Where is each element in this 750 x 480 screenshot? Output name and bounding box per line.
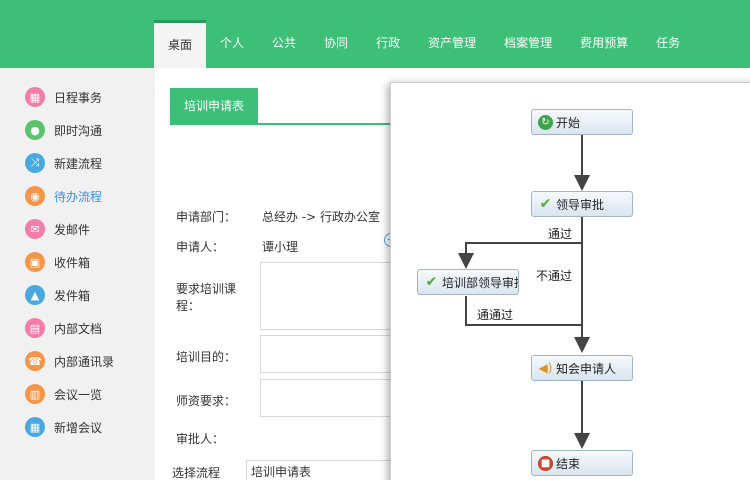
tab-training-application[interactable]: 培训申请表 <box>170 88 259 124</box>
sidebar-item-label: 收件箱 <box>54 255 91 270</box>
sidebar-item-label: 内部文档 <box>54 321 103 336</box>
flow-node-notify-applicant[interactable]: ◀) 知会申请人 <box>531 355 633 381</box>
course-textarea[interactable] <box>260 262 400 330</box>
flow-select-label: 选择流程 <box>172 466 221 480</box>
dept-value: 总经办 -> 行政办公室 <box>262 210 381 224</box>
main-nav: 桌面 个人 公共 协同 行政 资产管理 档案管理 费用预算 任务 <box>154 20 694 68</box>
flow-select[interactable]: 培训申请表 <box>246 460 396 480</box>
nav-personal[interactable]: 个人 <box>220 36 245 50</box>
nav-asset-management[interactable]: 资产管理 <box>428 36 477 50</box>
sidebar-item-new-flow[interactable]: ⤨ 新建流程 <box>25 152 102 174</box>
top-bar: 桌面 个人 公共 协同 行政 资产管理 档案管理 费用预算 任务 <box>0 0 750 68</box>
applicant-label: 申请人： <box>176 240 225 254</box>
stop-icon: ■ <box>538 455 553 471</box>
edge-label-pass: 通过 <box>548 227 573 241</box>
check-icon: ✔ <box>539 196 552 212</box>
chat-icon: ● <box>25 120 45 140</box>
flow-node-label: 知会申请人 <box>556 361 617 376</box>
nav-desktop[interactable]: 桌面 <box>154 20 207 68</box>
flow-node-leader-approve[interactable]: ✔ 领导审批 <box>531 191 633 217</box>
sidebar-item-add-meeting[interactable]: ▦ 新增会议 <box>25 416 102 438</box>
nav-collaboration[interactable]: 协同 <box>324 36 349 50</box>
sidebar-item-label: 发邮件 <box>54 222 91 237</box>
edge-training-to-merge <box>465 296 582 326</box>
contacts-icon: ☎ <box>25 351 45 371</box>
edge-leader-to-training <box>458 242 582 269</box>
sidebar-item-send-mail[interactable]: ✉ 发邮件 <box>25 218 90 240</box>
edge-label-pass-2: 通通过 <box>477 308 514 322</box>
flow-node-label: 结束 <box>556 456 581 471</box>
sidebar-item-label: 待办流程 <box>54 189 103 204</box>
sidebar-item-label: 新增会议 <box>54 420 103 435</box>
flow-diagram-popup: ↻ 开始 ✔ 领导审批 ✔ 培训部领导审批 ◀) 知会申请人 ■ 结束 通过 不… <box>390 82 750 480</box>
sidebar-item-chat[interactable]: ● 即时沟通 <box>25 119 102 141</box>
meeting-list-icon: ▥ <box>25 384 45 404</box>
sidebar-item-meeting-list[interactable]: ▥ 会议一览 <box>25 383 102 405</box>
purpose-label: 培训目的： <box>176 350 237 364</box>
sidebar-item-todo-flow[interactable]: ◉ 待办流程 <box>25 185 102 207</box>
applicant-value: 谭小理 <box>262 240 299 254</box>
flow-connectors <box>458 135 590 449</box>
nav-tasks[interactable]: 任务 <box>656 36 681 50</box>
approver-label: 审批人： <box>176 432 225 446</box>
teacher-label: 师资要求： <box>176 394 237 408</box>
outbox-icon: ▲ <box>25 285 45 305</box>
sidebar-item-schedule[interactable]: ▦ 日程事务 <box>25 86 102 108</box>
flow-node-label: 领导审批 <box>556 197 605 212</box>
dept-label: 申请部门： <box>176 210 237 224</box>
nav-administration[interactable]: 行政 <box>376 36 401 50</box>
course-label-line1: 要求培训课 <box>176 282 237 296</box>
sidebar-item-outbox[interactable]: ▲ 发件箱 <box>25 284 90 306</box>
flow-node-label: 培训部领导审批 <box>442 275 519 290</box>
sidebar-item-label: 即时沟通 <box>54 123 103 138</box>
course-label-line2: 程： <box>176 299 201 313</box>
edge-label-fail: 不通过 <box>536 269 573 283</box>
flow-node-training-dept-approve[interactable]: ✔ 培训部领导审批 <box>417 269 519 295</box>
speaker-icon: ◀) <box>538 361 553 375</box>
todo-flow-icon: ◉ <box>25 186 45 206</box>
nav-archive-management[interactable]: 档案管理 <box>504 36 553 50</box>
send-mail-icon: ✉ <box>25 219 45 239</box>
flow-node-start[interactable]: ↻ 开始 <box>531 109 633 135</box>
sidebar-item-label: 会议一览 <box>54 387 103 402</box>
sidebar: ▦ 日程事务 ● 即时沟通 ⤨ 新建流程 ◉ 待办流程 ✉ 发邮件 ▣ 收件箱 … <box>0 68 155 480</box>
nav-budget[interactable]: 费用预算 <box>580 36 629 50</box>
purpose-textarea[interactable] <box>260 335 400 373</box>
sidebar-item-inbox[interactable]: ▣ 收件箱 <box>25 251 90 273</box>
add-meeting-icon: ▦ <box>25 417 45 437</box>
nav-public[interactable]: 公共 <box>272 36 297 50</box>
sidebar-item-contacts[interactable]: ☎ 内部通讯录 <box>25 350 114 372</box>
flow-icon: ⤨ <box>25 153 45 173</box>
sidebar-item-label: 内部通讯录 <box>54 354 115 369</box>
sidebar-item-label: 日程事务 <box>54 90 103 105</box>
inbox-icon: ▣ <box>25 252 45 272</box>
calendar-icon: ▦ <box>25 87 45 107</box>
sidebar-item-internal-docs[interactable]: ▤ 内部文档 <box>25 317 102 339</box>
document-icon: ▤ <box>25 318 45 338</box>
start-icon: ↻ <box>538 114 553 130</box>
flow-node-end[interactable]: ■ 结束 <box>531 450 633 476</box>
teacher-textarea[interactable] <box>260 379 400 417</box>
flow-node-label: 开始 <box>556 115 581 130</box>
check-icon: ✔ <box>425 274 438 290</box>
sidebar-item-label: 发件箱 <box>54 288 91 303</box>
sidebar-item-label: 新建流程 <box>54 156 103 171</box>
